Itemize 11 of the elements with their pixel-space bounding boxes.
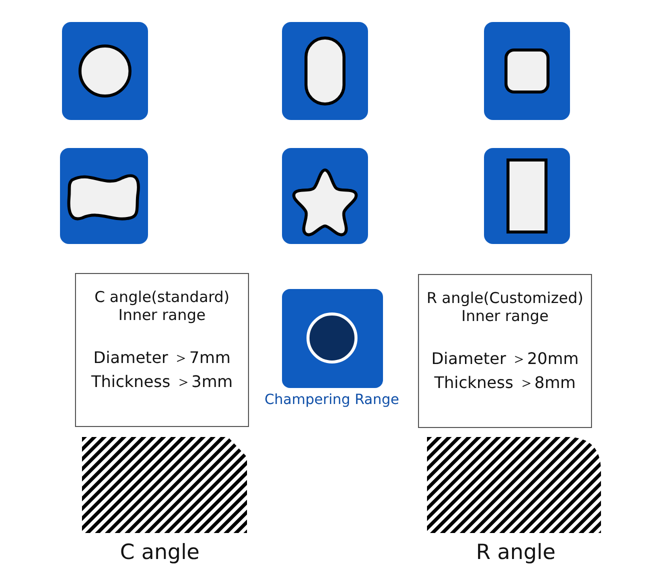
card-heading: C angle(standard) Inner range [93, 288, 231, 324]
drawing-caption: R angle [476, 540, 556, 564]
spec-text: Diameter ＞20mm [430, 348, 580, 370]
spec-text: Thickness ＞8mm [433, 372, 577, 394]
spec-text: Diameter ＞7mm [92, 347, 232, 369]
spec-card [75, 273, 249, 427]
card-heading: R angle(Customized) Inner range [426, 289, 584, 325]
drawing-caption: C angle [120, 540, 200, 564]
icon-caption: Champering Range [264, 392, 400, 408]
spec-card [418, 274, 592, 428]
spec-text: Thickness ＞3mm [90, 371, 234, 393]
